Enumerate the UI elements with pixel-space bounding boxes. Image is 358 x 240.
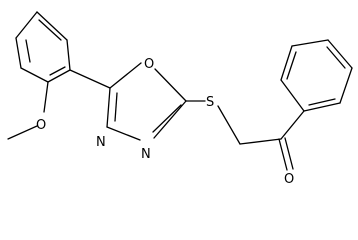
methoxyphenyl-ring bbox=[15, 11, 71, 83]
thioether-linkage: S bbox=[185, 95, 282, 145]
carbonyl-oxygen-label: O bbox=[284, 172, 294, 187]
oxadiazole-ring: O N N bbox=[96, 57, 187, 162]
sulfur-label: S bbox=[206, 95, 214, 110]
nitrogen-left-label: N bbox=[96, 135, 106, 150]
ether-oxygen-label: O bbox=[36, 118, 46, 133]
chemical-structure-diagram: O O N N S O bbox=[7, 11, 353, 187]
aryl-oxadiazole-bond bbox=[69, 69, 111, 89]
methoxy-group: O bbox=[7, 81, 49, 140]
ring-oxygen-label: O bbox=[144, 57, 154, 72]
nitrogen-right-label: N bbox=[141, 147, 151, 162]
carbonyl-group: O bbox=[278, 137, 294, 187]
phenyl-ring bbox=[280, 39, 353, 112]
carbonyl-phenyl-bond bbox=[280, 110, 305, 140]
